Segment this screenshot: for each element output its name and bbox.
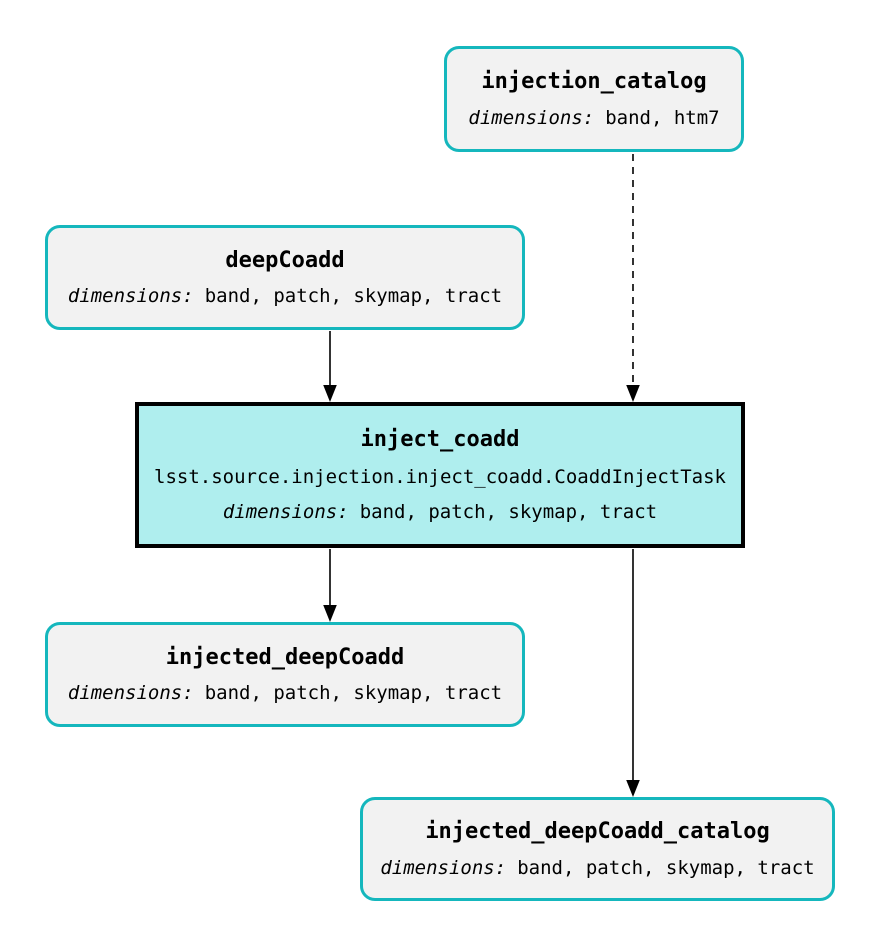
node-title: injected_deepCoadd_catalog <box>425 819 770 845</box>
dimensions-label: dimensions: <box>67 682 194 705</box>
task-class-path: lsst.source.injection.inject_coadd.Coadd… <box>154 465 726 488</box>
edge-deepCoadd-to-inject_coadd <box>323 331 337 402</box>
dimensions-label: dimensions: <box>380 856 507 879</box>
node-deepCoadd: deepCoadd dimensions: band, patch, skymap… <box>45 225 525 330</box>
dimensions-label: dimensions: <box>468 106 595 129</box>
dimensions-value: band, patch, skymap, tract <box>359 500 658 523</box>
dimensions-label: dimensions: <box>222 500 349 523</box>
dimensions-label: dimensions: <box>67 285 194 308</box>
node-dimensions: dimensions: band, patch, skymap, tract <box>68 683 502 704</box>
dimensions-value: band, patch, skymap, tract <box>204 285 503 308</box>
edge-injection_catalog-to-inject_coadd <box>626 154 640 402</box>
edge-inject_coadd-to-injected_deepCoadd_catalog <box>626 549 640 797</box>
node-dimensions: dimensions: band, patch, skymap, tract <box>222 500 658 523</box>
dimensions-value: band, patch, skymap, tract <box>204 682 503 705</box>
node-inject-coadd-task: inject_coadd lsst.source.injection.injec… <box>135 402 745 548</box>
node-injection-catalog: injection_catalog dimensions: band, htm7 <box>444 46 744 152</box>
node-dimensions: dimensions: band, htm7 <box>468 106 720 129</box>
node-title: deepCoadd <box>225 247 345 273</box>
node-title: injected_deepCoadd <box>165 644 405 670</box>
dimensions-value: band, patch, skymap, tract <box>517 856 815 879</box>
node-title: inject_coadd <box>360 427 520 453</box>
node-injected-deepCoadd: injected_deepCoadd dimensions: band, patc… <box>45 622 525 727</box>
node-title: injection_catalog <box>481 69 707 95</box>
node-dimensions: dimensions: band, patch, skymap, tract <box>380 856 815 879</box>
node-injected-deepCoadd-catalog: injected_deepCoadd_catalog dimensions: ba… <box>360 797 835 901</box>
node-dimensions: dimensions: band, patch, skymap, tract <box>68 286 502 307</box>
dimensions-value: band, htm7 <box>605 106 720 129</box>
edge-inject_coadd-to-injected_deepCoadd <box>323 549 337 622</box>
